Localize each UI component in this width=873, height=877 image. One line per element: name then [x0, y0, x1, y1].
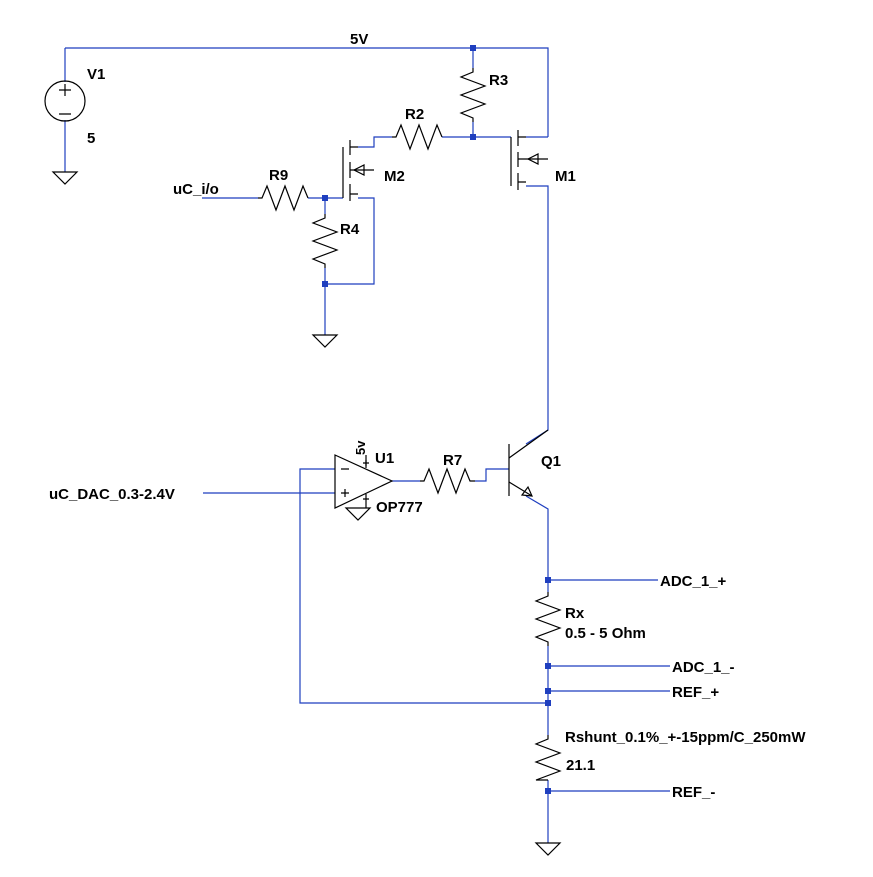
- ground-r4-icon: [311, 334, 339, 348]
- labels: 5V V1 5 R3 R2 M1 M2 uC_i/o R9 R4 U1 5v O…: [49, 31, 806, 801]
- wire-emitter: [525, 495, 549, 592]
- label-rx-name: Rx: [565, 605, 585, 622]
- m1-pmos: [510, 130, 548, 190]
- resistor-rshunt: [534, 735, 562, 781]
- label-r2: R2: [405, 106, 424, 123]
- u1-opamp: [334, 454, 394, 509]
- label-r9: R9: [269, 167, 288, 184]
- label-rshunt-value: 21.1: [566, 757, 595, 774]
- label-q1: Q1: [541, 453, 561, 470]
- resistor-r3: [459, 68, 487, 122]
- q1-npn: [508, 429, 549, 497]
- ground-u1-icon: [344, 507, 372, 521]
- net-label-ref-p: REF_+: [672, 684, 719, 701]
- junction-5v-r3: [470, 45, 476, 51]
- wire-feedback: [299, 468, 548, 704]
- ground-v1-icon: [51, 171, 79, 185]
- junction-ref-n: [545, 788, 551, 794]
- net-label-uc-io: uC_i/o: [173, 181, 219, 198]
- junction-adc-n: [545, 663, 551, 669]
- m2-nmos: [342, 140, 374, 201]
- junction-r9-r4: [322, 195, 328, 201]
- wire-m1-q1: [525, 185, 549, 445]
- resistor-rx: [534, 592, 562, 646]
- net-label-5v: 5V: [350, 31, 368, 48]
- resistor-r7: [420, 467, 475, 495]
- label-v1-value: 5: [87, 130, 95, 147]
- wire-r2-m2: [358, 136, 392, 148]
- junction-feedback: [545, 700, 551, 706]
- label-rshunt-name: Rshunt_0.1%_+-15ppm/C_250mW: [565, 729, 806, 746]
- ground-rshunt-icon: [534, 842, 562, 856]
- v1-source: [44, 80, 86, 122]
- label-v1-name: V1: [87, 66, 105, 83]
- junction-r4-gnd: [322, 281, 328, 287]
- junctions: [322, 45, 551, 794]
- label-u1-model: OP777: [376, 499, 423, 516]
- net-label-ref-n: REF_-: [672, 784, 715, 801]
- wire-5v-rail: [65, 47, 549, 138]
- label-m2: M2: [384, 168, 405, 185]
- resistor-r9: [258, 184, 309, 212]
- label-rx-value: 0.5 - 5 Ohm: [565, 625, 646, 642]
- label-u1-supply: 5v: [353, 440, 368, 455]
- junction-m1-gate: [470, 134, 476, 140]
- label-r4: R4: [340, 221, 360, 238]
- junction-adc-p: [545, 577, 551, 583]
- label-m1: M1: [555, 168, 576, 185]
- resistor-r2: [392, 123, 443, 151]
- net-label-uc-dac: uC_DAC_0.3-2.4V: [49, 486, 175, 503]
- resistor-r4: [311, 214, 339, 268]
- label-r7: R7: [443, 452, 462, 469]
- label-u1-name: U1: [375, 450, 394, 467]
- junction-ref-p: [545, 688, 551, 694]
- net-label-adc-n: ADC_1_-: [672, 659, 735, 676]
- wire-m2-source: [325, 197, 375, 285]
- net-label-adc-p: ADC_1_+: [660, 573, 727, 590]
- wire-r7-base: [475, 468, 509, 482]
- label-r3: R3: [489, 72, 508, 89]
